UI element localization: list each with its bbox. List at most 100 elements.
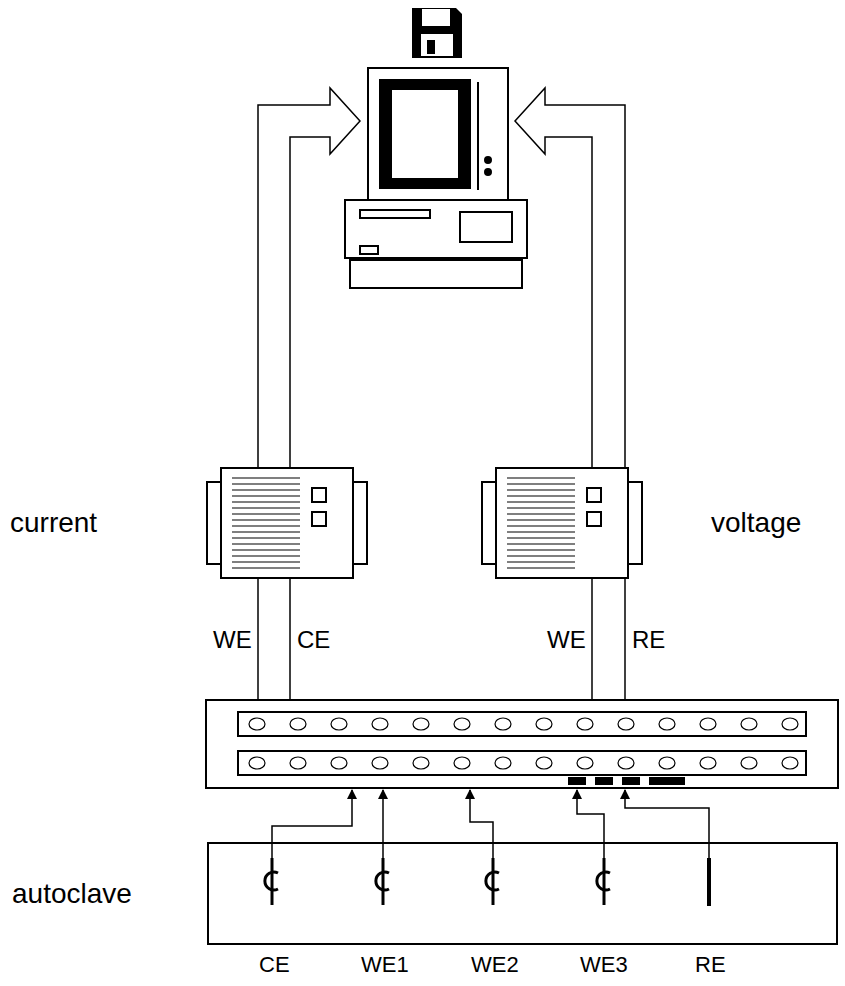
- drawing-stroke: [350, 260, 522, 288]
- display-slat: [232, 537, 300, 538]
- node-label: current: [10, 509, 97, 537]
- display-slat: [507, 501, 575, 502]
- display-slat: [232, 531, 300, 532]
- display-slat: [232, 555, 300, 556]
- drawing-stroke: [427, 40, 435, 54]
- electrode-name: CE: [259, 954, 290, 976]
- drawing-stroke: [289, 578, 291, 700]
- jack-socket: [741, 718, 757, 730]
- electrode-wire: [272, 790, 709, 858]
- electrode-tip: [265, 872, 278, 890]
- jack-socket: [290, 757, 306, 769]
- display-slat: [507, 507, 575, 508]
- drawing-stroke: [206, 700, 838, 788]
- patch-panel: [206, 700, 838, 788]
- display-slat: [232, 513, 300, 514]
- electrode-rod: [271, 858, 274, 905]
- instrument-label-box: current: [0, 468, 207, 578]
- electrode-name: WE1: [361, 954, 409, 976]
- drawing-stroke: [312, 512, 326, 526]
- jack-socket: [700, 757, 716, 769]
- terminal-name: CE: [297, 628, 330, 652]
- display-slat: [232, 561, 300, 562]
- jack-socket: [618, 718, 634, 730]
- jack-socket: [454, 718, 470, 730]
- display-slat: [232, 543, 300, 544]
- drawing-stroke: [232, 478, 300, 568]
- electrode-name: WE3: [580, 954, 628, 976]
- display-slat: [232, 495, 300, 496]
- drawing-stroke: [624, 578, 626, 700]
- jack-socket: [331, 718, 347, 730]
- jack-socket: [249, 757, 265, 769]
- drawing-stroke: [257, 578, 259, 700]
- voltage-meter: [482, 468, 642, 578]
- jack-socket: [577, 757, 593, 769]
- display-slat: [232, 501, 300, 502]
- jack-socket: [741, 757, 757, 769]
- jack-socket: [372, 757, 388, 769]
- display-slat: [507, 531, 575, 532]
- display-slat: [507, 567, 575, 568]
- jack-socket: [413, 757, 429, 769]
- drawing-stroke: [470, 790, 493, 858]
- floppy-disk: [412, 8, 462, 58]
- display-slat: [507, 525, 575, 526]
- drawing-stroke: [422, 9, 450, 26]
- signal-arrow: [258, 88, 360, 468]
- drawing-stroke: [482, 482, 496, 564]
- electrode-name: WE2: [471, 954, 519, 976]
- display-slat: [507, 519, 575, 520]
- signal-arrow: [515, 88, 625, 468]
- drawing-stroke: [249, 718, 798, 769]
- drawing-stroke: [587, 512, 601, 526]
- drawing-stroke: [421, 34, 453, 56]
- electrode-tip: [597, 872, 610, 890]
- jack-socket: [454, 757, 470, 769]
- jack-socket: [536, 718, 552, 730]
- display-slat: [507, 549, 575, 550]
- drawing-stroke: [380, 80, 470, 188]
- jack-socket: [495, 757, 511, 769]
- display-slat: [507, 477, 575, 478]
- display-slat: [507, 495, 575, 496]
- display-slat: [232, 549, 300, 550]
- drawing-stroke: [622, 777, 640, 785]
- jack-socket: [331, 757, 347, 769]
- drawing-stroke: [587, 488, 601, 502]
- jack-socket: [700, 718, 716, 730]
- drawing-stroke: [628, 482, 642, 564]
- display-slat: [507, 543, 575, 544]
- drawing-stroke: [312, 488, 326, 502]
- electrode: [265, 858, 709, 906]
- drawing-stroke: [649, 777, 685, 785]
- electrode-rod: [382, 858, 385, 905]
- drawing-stroke: [460, 212, 512, 242]
- terminal-name: WE: [213, 628, 252, 652]
- drawing-stroke: [485, 169, 491, 175]
- jack-socket: [659, 757, 675, 769]
- display-slat: [232, 483, 300, 484]
- display-slat: [507, 555, 575, 556]
- display-slat: [507, 483, 575, 484]
- display-slat: [232, 519, 300, 520]
- jack-socket: [618, 757, 634, 769]
- lead-wire: [258, 578, 625, 700]
- drawing-stroke: [360, 210, 430, 218]
- drawing-stroke: [207, 482, 221, 564]
- drawing-stroke: [591, 578, 593, 700]
- autoclave-box: autoclave: [207, 842, 838, 945]
- drawing-stroke: [272, 790, 352, 858]
- terminal-name: RE: [632, 628, 665, 652]
- jack-socket: [495, 718, 511, 730]
- drawing-stroke: [577, 790, 604, 858]
- current-meter: [207, 468, 367, 578]
- computer: [345, 68, 527, 288]
- jack-socket: [659, 718, 675, 730]
- drawing-stroke: [238, 712, 806, 736]
- drawing-stroke: [382, 790, 384, 858]
- drawing-stroke: [477, 82, 479, 190]
- electrode-name: RE: [695, 954, 726, 976]
- terminal-name: WE: [547, 628, 586, 652]
